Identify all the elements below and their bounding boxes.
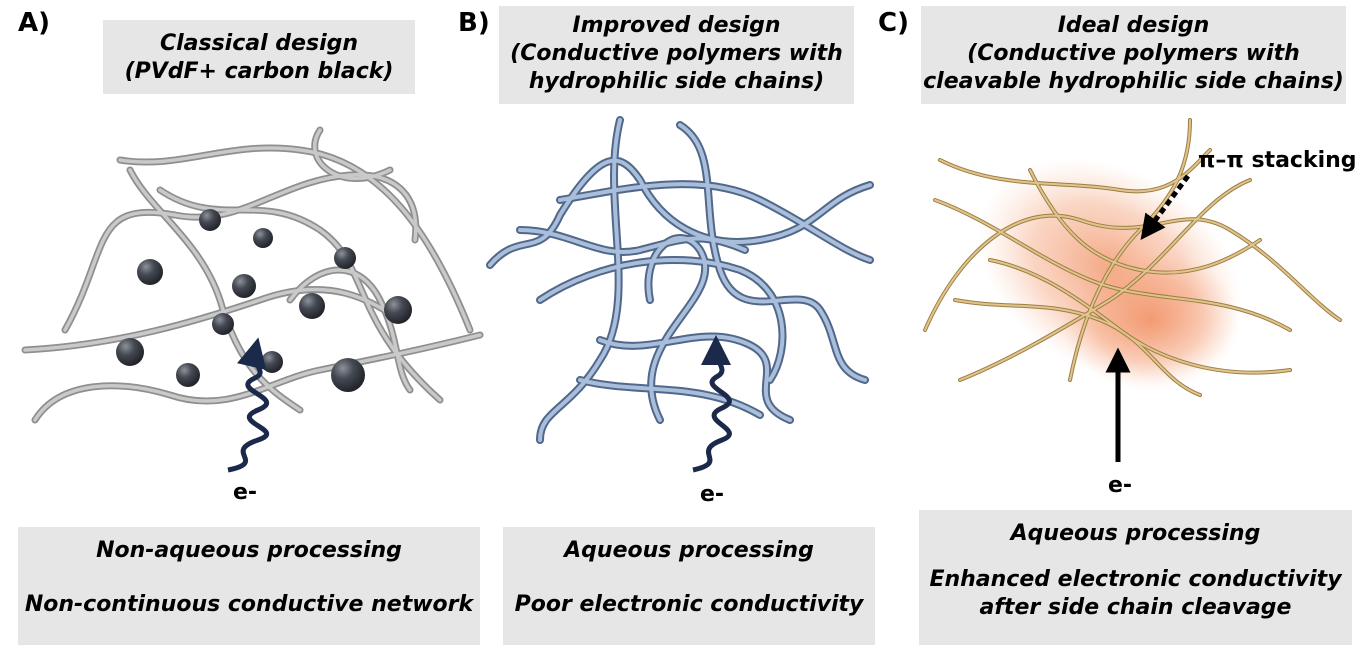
panel-a-bottom-line-1: Non-aqueous processing xyxy=(96,538,402,563)
panel-b-electron-label: e- xyxy=(700,482,725,507)
panel-c-title-line-1: Ideal design xyxy=(1057,13,1210,38)
panel-b-polymer-network xyxy=(486,116,874,444)
panel-b-electron-wave-arrow xyxy=(692,335,732,473)
panel-b-bottom-line-2: Poor electronic conductivity xyxy=(514,592,864,617)
panel-a-bottom-line-2: Non-continuous conductive network xyxy=(24,592,474,617)
panel-c-electron-label: e- xyxy=(1108,473,1133,498)
panel-a-title-line-2: (PVdF+ carbon black) xyxy=(124,59,394,84)
panel-c-letter: C) xyxy=(878,8,909,38)
panel-b-title-line-2: (Conductive polymers with xyxy=(510,41,843,66)
panel-c-polymer-network xyxy=(923,118,1342,397)
panel-c-stacking-arrow xyxy=(1140,174,1191,241)
panel-b-title-box: Improved design (Conductive polymers wit… xyxy=(499,6,854,104)
panel-c-stacking-label: π–π stacking xyxy=(1198,148,1357,173)
panel-b-bottom-line-1: Aqueous processing xyxy=(564,538,814,563)
panel-b-bottom-box: Aqueous processing Poor electronic condu… xyxy=(503,527,875,645)
panel-a-polymer-network xyxy=(21,126,484,424)
panel-c-bottom-line-1: Aqueous processing xyxy=(1010,521,1261,546)
panel-a-title-box: Classical design (PVdF+ carbon black) xyxy=(103,20,415,94)
panel-c-title-line-2: (Conductive polymers with xyxy=(967,41,1300,66)
panel-a-letter: A) xyxy=(18,8,51,38)
panel-a-electron-label: e- xyxy=(233,480,258,505)
panel-b-letter: B) xyxy=(458,8,490,38)
panel-c-title-line-3: cleavable hydrophilic side chains) xyxy=(923,69,1344,94)
panel-c-bottom-line-2: Enhanced electronic conductivity xyxy=(929,567,1342,592)
panel-b-title-line-1: Improved design xyxy=(572,13,781,38)
panel-a-title-line-1: Classical design xyxy=(159,31,359,56)
panel-a-carbon-black-particles xyxy=(116,209,412,392)
panel-c-bottom-box: Aqueous processing Enhanced electronic c… xyxy=(919,510,1352,645)
panel-b-title-line-3: hydrophilic side chains) xyxy=(528,69,825,94)
panel-a-electron-wave-arrow xyxy=(227,337,269,473)
panel-c-title-box: Ideal design (Conductive polymers with c… xyxy=(921,6,1346,104)
panel-a-bottom-box: Non-aqueous processing Non-continuous co… xyxy=(18,527,480,645)
panel-c-bottom-line-3: after side chain cleavage xyxy=(979,595,1292,620)
